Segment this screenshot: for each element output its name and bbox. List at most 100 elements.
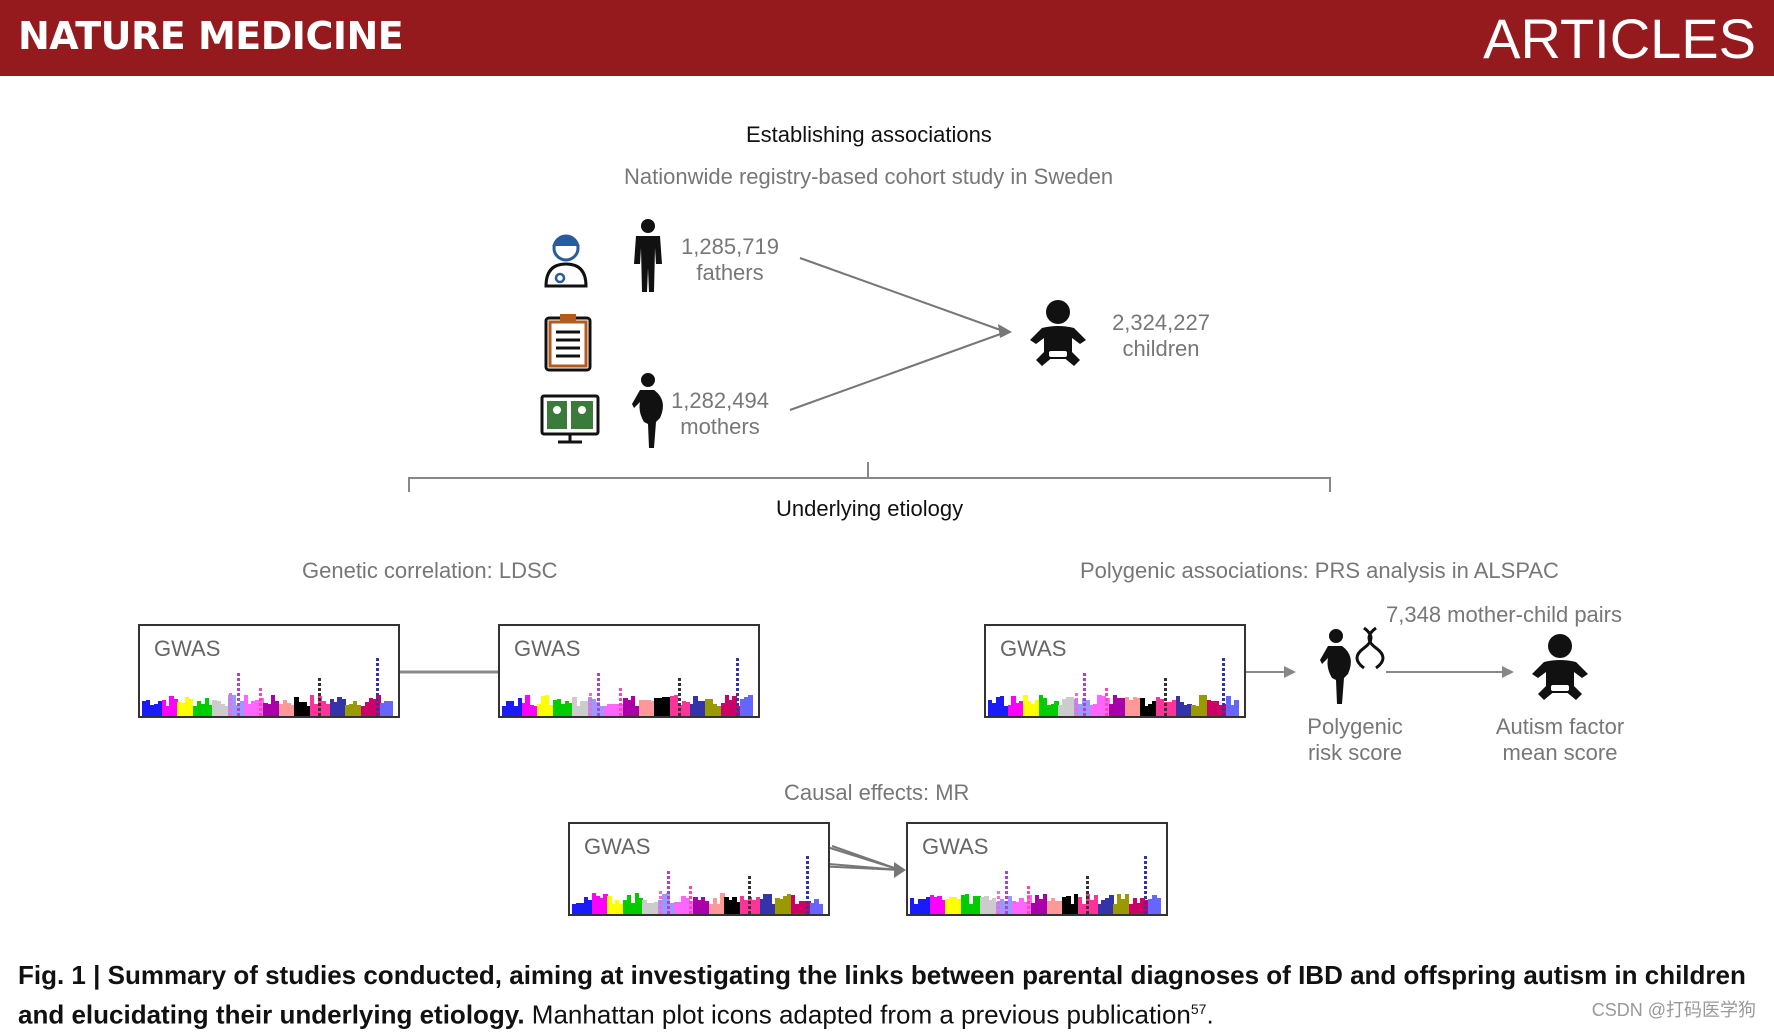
manhattan-bar (337, 697, 342, 716)
mr-title: Causal effects: MR (784, 780, 970, 805)
autism-label: Autism factor mean score (1492, 714, 1628, 766)
manhattan-bar (709, 699, 714, 716)
manhattan-bar (599, 706, 605, 716)
manhattan-bar (188, 699, 194, 716)
manhattan-bar (274, 701, 280, 716)
mothers-count: 1,282,494 mothers (666, 388, 774, 440)
prs-title: Polygenic associations: PRS analysis in … (1080, 558, 1559, 583)
manhattan-bar (306, 706, 311, 716)
manhattan-peak (259, 686, 263, 716)
manhattan-bar (693, 696, 698, 716)
prs-line2: risk score (1307, 740, 1403, 765)
manhattan-bar (933, 897, 938, 914)
manhattan-bar (196, 701, 202, 716)
manhattan-bar (681, 896, 686, 914)
gwas-plot: GWAS (906, 822, 1168, 916)
manhattan-bar (1066, 896, 1071, 914)
manhattan-bar (255, 700, 260, 716)
manhattan-bar (372, 699, 377, 716)
manhattan-bar (759, 899, 764, 914)
manhattan-bar (708, 904, 714, 914)
manhattan-bar (184, 697, 190, 716)
manhattan-bar (1187, 704, 1192, 716)
manhattan-bar (1062, 699, 1067, 716)
manhattan-bar (333, 702, 338, 716)
manhattan-bar (325, 704, 330, 716)
manhattan-bar (1128, 904, 1134, 914)
manhattan-bar (157, 701, 163, 716)
manhattan-bar (677, 902, 682, 914)
manhattan-bar (1015, 703, 1020, 716)
ldsc-title: Genetic correlation: LDSC (302, 558, 558, 583)
manhattan-bar (552, 700, 558, 716)
manhattan-bar (1011, 696, 1016, 716)
manhattan-bar (294, 697, 299, 716)
manhattan-bar (533, 706, 538, 716)
manhattan-bar (1156, 898, 1161, 914)
fathers-count: 1,285,719 fathers (676, 234, 784, 286)
manhattan-bar (662, 697, 667, 716)
manhattan-bar (1218, 705, 1223, 716)
manhattan-bar (736, 902, 741, 914)
manhattan-bar (748, 695, 753, 716)
manhattan-bar (751, 900, 757, 914)
manhattan-bar (712, 704, 718, 716)
manhattan-bar (368, 698, 373, 716)
father-icon (634, 219, 662, 292)
manhattan-bar (1019, 701, 1024, 716)
manhattan-bar (618, 904, 624, 914)
manhattan-bar (1148, 704, 1153, 716)
manhattan-bar (988, 700, 993, 716)
caption-end: . (1206, 999, 1214, 1030)
manhattan-bar (1113, 904, 1118, 914)
manhattan-bar (177, 702, 182, 716)
manhattan-bar (630, 903, 635, 914)
baby-icon (1030, 300, 1086, 366)
manhattan-bar (607, 896, 612, 914)
manhattan-bar (693, 897, 698, 914)
manhattan-bar (999, 696, 1005, 716)
manhattan-bar (976, 896, 981, 914)
manhattan-bar (1007, 705, 1012, 716)
manhattan-bar (1015, 902, 1020, 914)
manhattan-bar (575, 903, 581, 914)
manhattan-bar (1023, 902, 1028, 914)
manhattan-bar (700, 897, 706, 914)
manhattan-bar (638, 700, 644, 716)
manhattan-bar (794, 904, 800, 914)
manhattan-bar (1042, 894, 1048, 914)
manhattan-bar (646, 700, 651, 716)
manhattan-bar (1101, 696, 1106, 716)
manhattan-bar (145, 700, 151, 716)
manhattan-bar (755, 897, 760, 914)
manhattan-bar (712, 898, 718, 914)
manhattan-bar (1214, 701, 1219, 716)
manhattan-bar (1128, 700, 1134, 716)
manhattan-bar (1195, 706, 1200, 716)
manhattan-bar (739, 896, 745, 914)
manhattan-bar (964, 894, 970, 914)
manhattan-bar (1054, 901, 1059, 914)
manhattan-bar (654, 902, 659, 914)
manhattan-bar (544, 695, 550, 716)
manhattan-bar (603, 894, 608, 914)
manhattan-bar (1089, 900, 1095, 914)
manhattan-bar (1140, 698, 1145, 716)
manhattan-peak (588, 692, 592, 716)
manhattan-bar (564, 701, 569, 716)
manhattan-bar (1230, 705, 1235, 716)
manhattan-peak (619, 686, 623, 716)
establishing-subtitle: Nationwide registry-based cohort study i… (624, 164, 1114, 189)
caption-normal: Manhattan plot icons adapted from a prev… (524, 999, 1191, 1030)
manhattan-bar (1132, 697, 1137, 716)
manhattan-bar (991, 703, 997, 716)
manhattan-bar (251, 701, 256, 716)
pregnant-mother-dna-icon (1320, 626, 1385, 704)
manhattan-bar (1155, 697, 1161, 716)
caption-ref: 57 (1190, 1001, 1207, 1017)
manhattan-peak (1222, 656, 1226, 716)
manhattan-bar (352, 701, 358, 716)
manhattan-bar (705, 699, 710, 716)
manhattan-bar (1191, 705, 1196, 716)
gwas-label: GWAS (1000, 636, 1067, 661)
